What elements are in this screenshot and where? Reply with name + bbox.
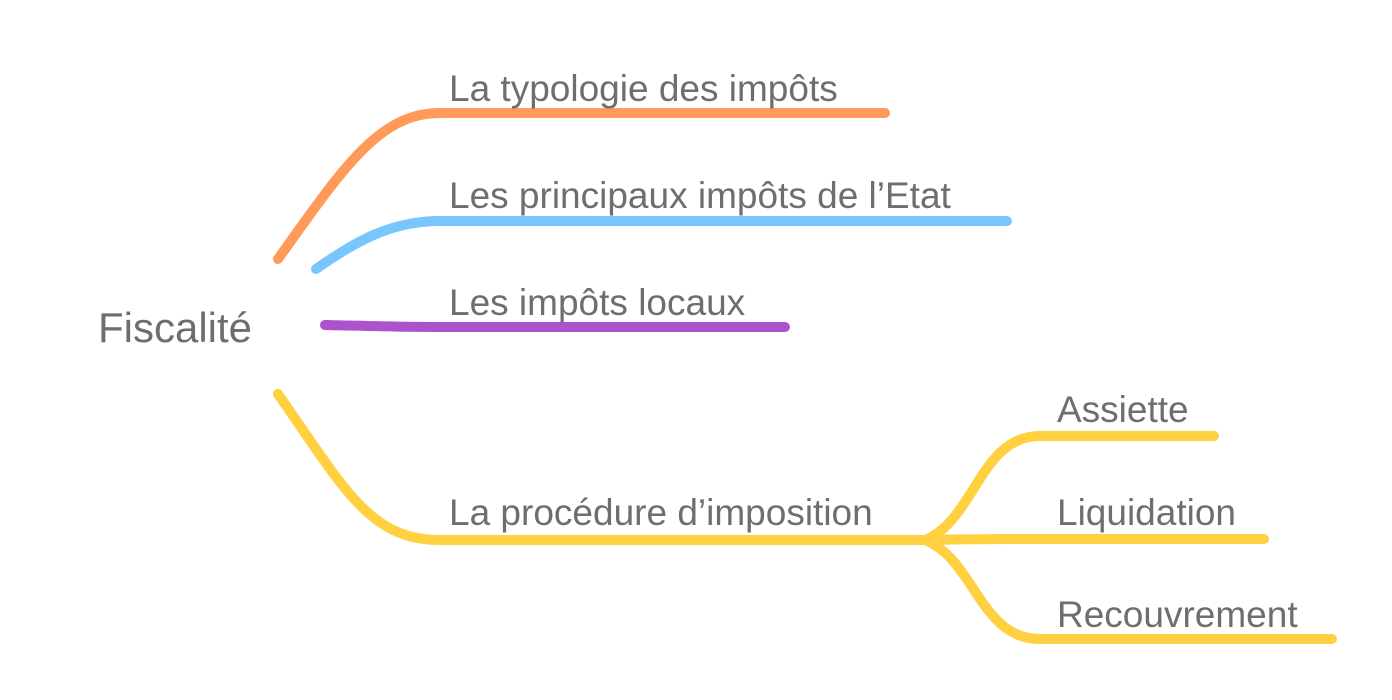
- connector-recouvrement: [920, 535, 1337, 644]
- connector-assiette: [920, 431, 1219, 545]
- connector-procedure: [273, 389, 930, 545]
- connector-principaux: [311, 216, 1012, 274]
- connector-locaux: [320, 320, 790, 332]
- connector-liquidation: [920, 534, 1269, 545]
- topic-procedure-imposition[interactable]: La procédure d’imposition: [449, 492, 873, 533]
- root-topic[interactable]: Fiscalité: [98, 304, 253, 351]
- topic-principaux-impots-etat[interactable]: Les principaux impôts de l’Etat: [449, 175, 951, 216]
- subtopic-liquidation[interactable]: Liquidation: [1057, 492, 1236, 533]
- connector-typologie: [273, 108, 890, 264]
- subtopic-recouvrement[interactable]: Recouvrement: [1057, 594, 1298, 635]
- subtopic-assiette[interactable]: Assiette: [1057, 389, 1189, 430]
- topic-impots-locaux[interactable]: Les impôts locaux: [449, 282, 746, 323]
- topic-typologie-impots[interactable]: La typologie des impôts: [449, 68, 838, 109]
